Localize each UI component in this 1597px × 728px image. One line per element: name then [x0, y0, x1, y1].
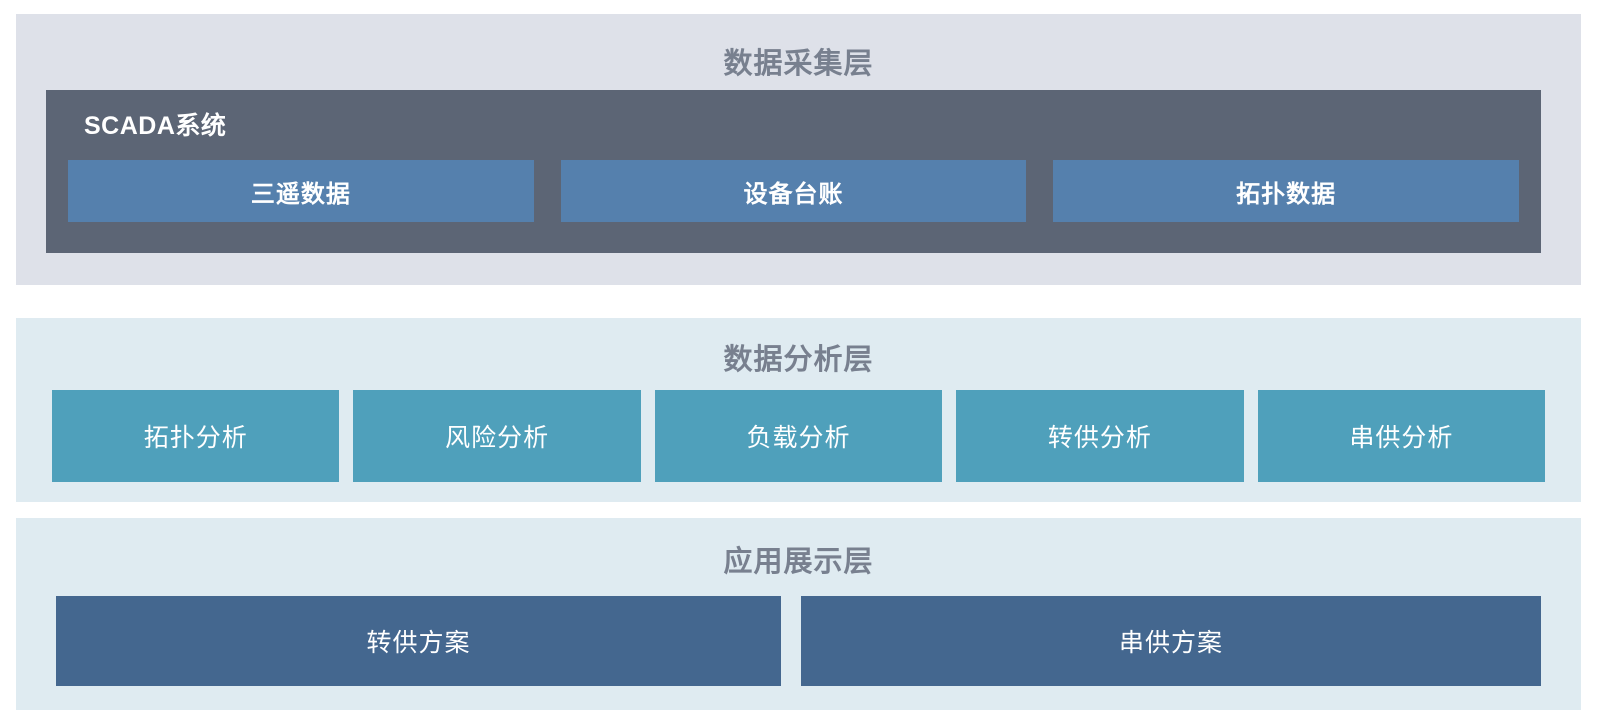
layer-title-application-presentation: 应用展示层 — [723, 546, 874, 578]
analysis-item-topology[interactable]: 拓扑分析 — [52, 390, 340, 482]
analysis-item-risk[interactable]: 风险分析 — [353, 390, 641, 482]
layer-title-data-analysis: 数据分析层 — [723, 344, 874, 376]
scada-item-telemetry[interactable]: 三遥数据 — [68, 160, 534, 222]
layer-application-presentation: 应用展示层 转供方案 串供方案 — [16, 518, 1581, 710]
layer-title-data-collection: 数据采集层 — [723, 48, 874, 80]
scada-item-topology-data[interactable]: 拓扑数据 — [1053, 160, 1520, 222]
layer-data-collection: 数据采集层 SCADA系统 三遥数据 设备台账 拓扑数据 — [16, 14, 1581, 285]
scada-item-list: 三遥数据 设备台账 拓扑数据 — [68, 160, 1520, 222]
layer-data-analysis: 数据分析层 拓扑分析 风险分析 负载分析 转供分析 串供分析 — [16, 318, 1581, 502]
analysis-item-series-supply[interactable]: 串供分析 — [1257, 390, 1546, 482]
analysis-item-load[interactable]: 负载分析 — [654, 390, 943, 482]
scada-container: SCADA系统 三遥数据 设备台账 拓扑数据 — [46, 90, 1541, 253]
analysis-item-transfer-supply[interactable]: 转供分析 — [956, 390, 1244, 482]
application-item-list: 转供方案 串供方案 — [56, 596, 1541, 686]
application-item-transfer-supply-plan[interactable]: 转供方案 — [56, 596, 781, 686]
analysis-item-list: 拓扑分析 风险分析 负载分析 转供分析 串供分析 — [52, 390, 1546, 482]
scada-label: SCADA系统 — [84, 112, 227, 140]
application-item-series-supply-plan[interactable]: 串供方案 — [801, 596, 1541, 686]
scada-item-equipment-ledger[interactable]: 设备台账 — [560, 160, 1027, 222]
